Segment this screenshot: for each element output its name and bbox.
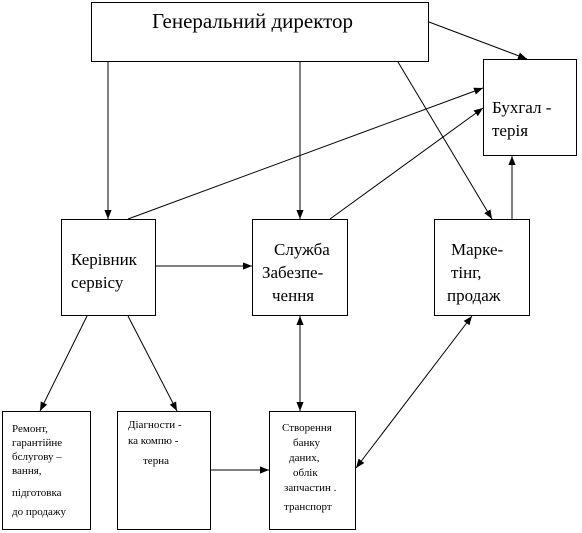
accounting-label-line-2: терія (492, 121, 529, 140)
repair-label-line-5: підготовка (12, 487, 62, 499)
diagnostics-label-line-2: ка компю - (128, 435, 179, 447)
repair-label-line-3: бслугову – (12, 451, 62, 463)
diagnostics-label-line-3: терна (143, 455, 169, 467)
general-director-label: Генеральний директор (152, 9, 354, 33)
diagnostics-box: Діагности - ка компю - терна (117, 411, 211, 530)
supply-service-box: Служба Забезпе- чення (252, 219, 348, 316)
accounting-box: Бухгал - терія (483, 59, 577, 156)
marketing-label-line-1: Марке- (451, 240, 504, 259)
general-director-box: Генеральний директор (91, 2, 429, 62)
arrow-general-director-to-accounting (428, 21, 528, 60)
supply-service-label-line-3: чення (272, 286, 315, 305)
arrow-service-head-to-repair (39, 315, 88, 412)
arrow-service-head-to-diagnostics (127, 315, 178, 412)
diagnostics-label-line-1: Діагности - (128, 419, 182, 431)
supply-service-label-line-1: Служба (274, 240, 330, 259)
service-head-label-line-2: сервісу (71, 273, 124, 292)
repair-box: Ремонт, гарантійне бслугову – вання, під… (2, 411, 91, 530)
arrow-general-director-to-marketing (397, 61, 493, 220)
service-head-box: Керівник сервісу (61, 219, 156, 316)
database-label-line-5: запчастин . (284, 482, 337, 494)
arrow-database-to-marketing (355, 315, 473, 469)
marketing-label-line-2: тінг, (451, 263, 482, 282)
database-box: Створення банку даних, облік запчастин .… (269, 411, 356, 530)
database-label-line-4: облік (293, 467, 318, 479)
database-label-line-1: Створення (282, 422, 332, 434)
repair-label-line-4: вання, (12, 465, 42, 477)
database-label-line-6: транспорт (284, 501, 332, 513)
supply-service-label-line-2: Забезпе- (262, 263, 324, 282)
accounting-label-line-1: Бухгал - (492, 98, 552, 117)
repair-label-line-1: Ремонт, (12, 423, 48, 435)
database-label-line-3: даних, (289, 452, 320, 464)
service-head-label-line-1: Керівник (71, 250, 137, 269)
marketing-label-line-3: продаж (447, 286, 501, 305)
arrow-supply-service-to-accounting (329, 107, 484, 220)
repair-label-line-2: гарантійне (12, 437, 63, 449)
marketing-box: Марке- тінг, продаж (434, 219, 530, 316)
arrow-service-head-to-accounting (127, 87, 484, 220)
repair-label-line-6: до продажу (12, 506, 66, 518)
database-label-line-2: банку (293, 437, 321, 449)
